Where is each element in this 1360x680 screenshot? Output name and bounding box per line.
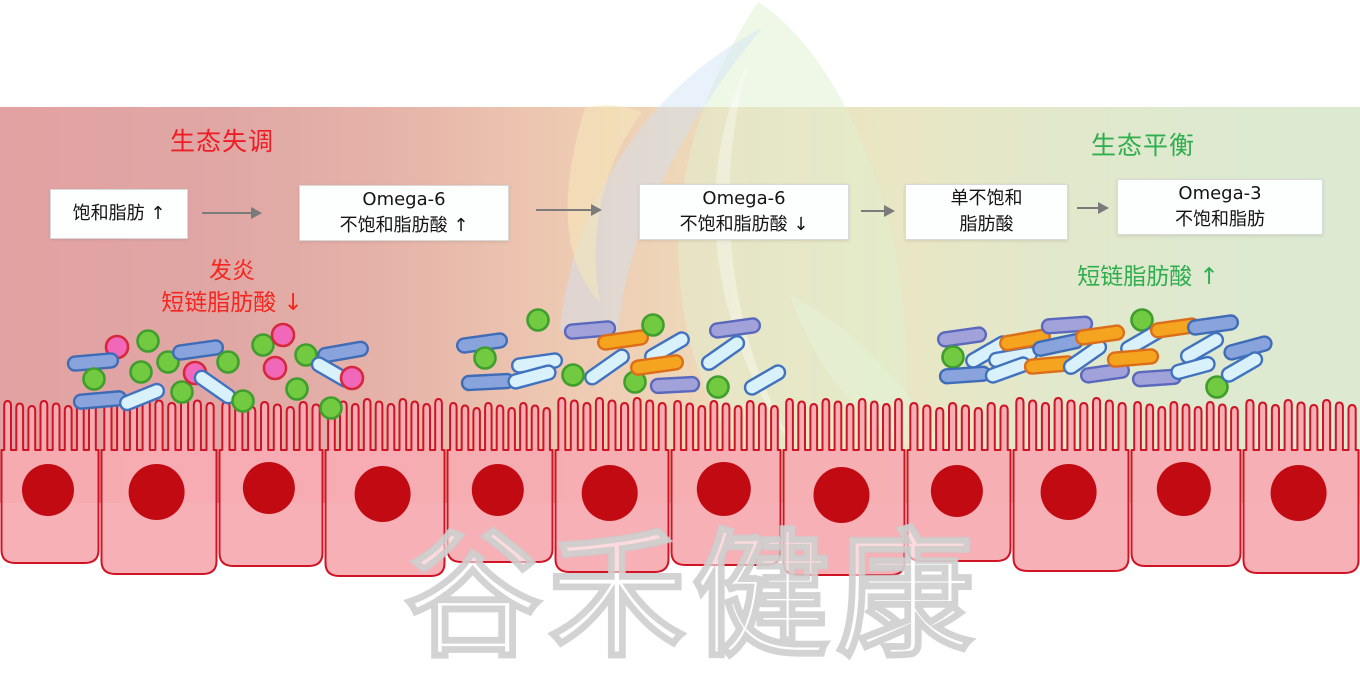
flow-box-line: Omega-6: [362, 189, 446, 210]
flow-box-line: 饱和脂肪 ↑: [72, 203, 166, 224]
purple-bacterium-icon: [1079, 362, 1131, 384]
orange-bacterium-icon: [596, 329, 650, 351]
cell-nucleus: [354, 466, 411, 522]
flow-box-line: Omega-6: [702, 188, 786, 209]
flow-box-omega3: Omega-3 不饱和脂肪: [1117, 179, 1323, 235]
flow-box-line: 脂肪酸: [959, 214, 1014, 235]
green-bacterium-icon: [561, 363, 585, 387]
green-bacterium-icon: [285, 377, 309, 401]
blue-bacterium-icon: [72, 390, 128, 410]
orange-bacterium-icon: [999, 328, 1051, 352]
cell-nucleus: [581, 465, 638, 521]
purple-bacterium-icon: [936, 326, 988, 348]
green-bacterium-icon: [136, 329, 160, 353]
cyan-bacterium-icon: [1179, 331, 1225, 365]
inflammation-line1: 发炎: [209, 258, 255, 284]
green-bacterium-icon: [251, 333, 275, 357]
cyan-bacterium-icon: [584, 348, 630, 386]
orange-bacterium-icon: [629, 354, 685, 376]
dysbiosis-title: 生态失调: [169, 127, 274, 156]
flow-box-saturated-fat: 饱和脂肪 ↑: [50, 189, 188, 239]
green-bacterium-icon: [526, 308, 550, 332]
cyan-bacterium-icon: [743, 364, 787, 396]
cell-nucleus: [696, 462, 751, 516]
green-bacterium-icon: [170, 380, 194, 404]
inflammation-annotation: 发炎 短链脂肪酸 ↓: [102, 255, 362, 319]
green-bacterium-icon: [294, 343, 318, 367]
purple-bacterium-icon: [649, 375, 701, 395]
cell-nucleus: [128, 464, 185, 520]
pink-bacterium-icon: [339, 365, 365, 391]
flow-box-line: Omega-3: [1178, 183, 1262, 204]
green-bacterium-icon: [319, 396, 343, 420]
blue-bacterium-icon: [1186, 314, 1240, 336]
flow-arrow-icon: [1077, 200, 1109, 216]
watermark-text: 谷禾健康: [403, 516, 981, 677]
flow-box-monounsaturated: 单不饱和 脂肪酸: [905, 184, 1068, 240]
scfa-up-annotation: 短链脂肪酸 ↑: [1077, 264, 1219, 290]
cell-nucleus: [813, 467, 870, 523]
cyan-bacterium-icon: [1062, 339, 1108, 375]
inflammation-line2: 短链脂肪酸 ↓: [161, 290, 303, 316]
green-bacterium-icon: [641, 313, 665, 337]
green-bacterium-icon: [129, 360, 153, 384]
flow-arrow-icon: [202, 205, 262, 221]
cyan-bacterium-icon: [700, 335, 746, 371]
green-bacterium-icon: [473, 346, 497, 370]
cell-nucleus: [242, 462, 295, 514]
flow-box-omega6-down: Omega-6 不饱和脂肪酸 ↓: [639, 184, 849, 240]
purple-bacterium-icon: [563, 320, 617, 340]
green-bacterium-icon: [216, 350, 240, 374]
blue-bacterium-icon: [938, 365, 992, 385]
flow-box-line: 不饱和脂肪酸 ↓: [679, 214, 809, 235]
blue-bacterium-icon: [171, 339, 225, 361]
cell-nucleus: [1270, 465, 1327, 521]
orange-bacterium-icon: [1106, 348, 1160, 368]
cell-nucleus: [1040, 464, 1097, 520]
green-bacterium-icon: [941, 345, 965, 369]
cyan-bacterium-icon: [1220, 351, 1264, 383]
green-bacterium-icon: [706, 375, 730, 399]
green-bacterium-icon: [82, 367, 106, 391]
cell-nucleus: [930, 465, 983, 517]
green-bacterium-icon: [231, 389, 255, 413]
cyan-bacterium-icon: [1170, 355, 1216, 381]
purple-bacterium-icon: [1040, 315, 1094, 335]
orange-bacterium-icon: [1074, 324, 1126, 346]
cyan-bacterium-icon: [507, 364, 557, 390]
cyan-bacterium-icon: [118, 382, 166, 412]
cell-nucleus: [471, 464, 524, 516]
flow-box-line: 单不饱和: [950, 188, 1023, 209]
flow-box-line: 不饱和脂肪: [1175, 209, 1265, 230]
cell-nucleus: [1156, 462, 1211, 516]
flow-arrow-icon: [861, 203, 895, 219]
flow-box-omega6-up: Omega-6 不饱和脂肪酸 ↑: [299, 185, 509, 241]
flow-box-line: 不饱和脂肪酸 ↑: [339, 215, 469, 236]
cell-nucleus: [22, 464, 74, 516]
flow-arrow-icon: [536, 202, 602, 218]
green-bacterium-icon: [1205, 375, 1229, 399]
blue-bacterium-icon: [460, 372, 516, 392]
green-bacterium-icon: [1130, 308, 1154, 332]
balance-title: 生态平衡: [1090, 131, 1195, 160]
pink-bacterium-icon: [262, 355, 288, 381]
purple-bacterium-icon: [708, 317, 762, 339]
pink-bacterium-icon: [270, 322, 296, 348]
